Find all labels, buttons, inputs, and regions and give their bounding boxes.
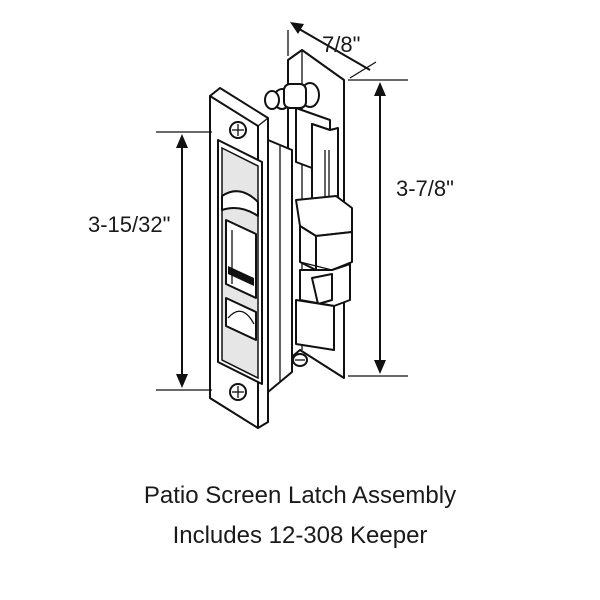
caption-title: Patio Screen Latch Assembly: [143, 482, 457, 509]
screw-icon: [229, 121, 247, 139]
latch-housing: [264, 49, 353, 379]
dimension-keeper-height-label: 3-15/32": [88, 212, 170, 237]
spring-icon: [264, 82, 320, 110]
screw-icon: [292, 353, 308, 367]
dimension-keeper-height: [156, 131, 212, 391]
keeper-plate: [209, 87, 293, 429]
caption-subtitle: Includes 12-308 Keeper: [172, 522, 428, 549]
dimension-latch-height: [348, 79, 408, 377]
dimension-latch-height-label: 3-7/8": [396, 176, 454, 201]
dimension-width: [287, 22, 377, 79]
dimension-width-label: 7/8": [322, 32, 360, 57]
screw-icon: [229, 383, 247, 401]
